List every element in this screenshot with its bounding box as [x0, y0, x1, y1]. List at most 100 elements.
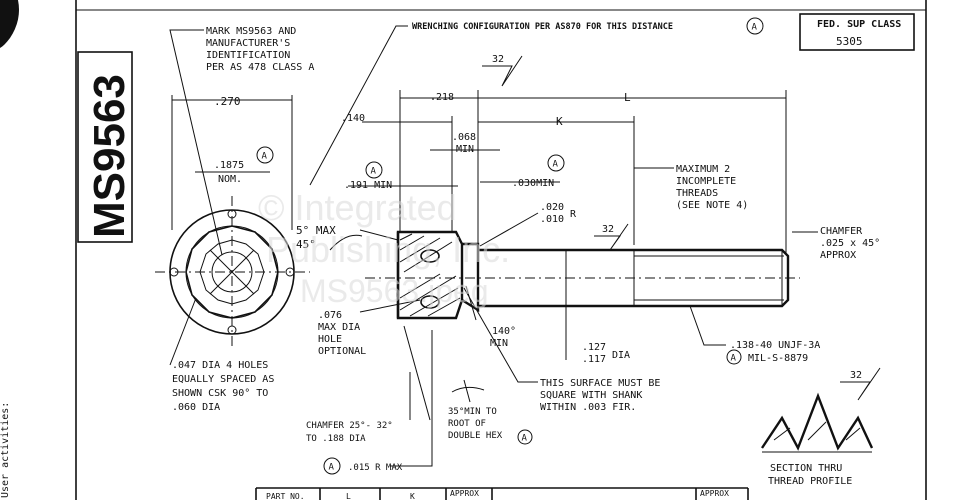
leader-hole: [359, 299, 421, 313]
note-holes-2: EQUALLY SPACED AS: [172, 374, 274, 385]
note-hole-1: .076: [318, 310, 342, 321]
corner-blob: [0, 0, 19, 48]
note-square-3: WITHIN .003 FIR.: [540, 402, 636, 413]
note-radius: .015 R MAX: [348, 463, 403, 473]
fsc-label: FED. SUP CLASS: [817, 19, 901, 30]
note-root-1: 35°MIN TO: [448, 407, 497, 417]
leader-angle5: [359, 229, 399, 241]
svg-text:A: A: [371, 167, 377, 177]
dim-068-value: .068: [452, 132, 476, 143]
svg-text:A: A: [752, 23, 758, 33]
note-chamfer-head-1: CHAMFER 25°- 32°: [306, 421, 393, 431]
standard-number: MS9563: [85, 74, 134, 238]
note-thread-spec-2: MIL-S-8879: [748, 353, 808, 364]
angle-140: 140°: [492, 326, 516, 337]
svg-text:A: A: [731, 354, 737, 364]
section-label-2: THREAD PROFILE: [768, 476, 852, 487]
dimension-table: [255, 487, 749, 500]
circle-tag-a-1: A: [256, 146, 274, 164]
note-hole-2: MAX DIA: [318, 322, 360, 333]
note-threads-4: (SEE NOTE 4): [676, 200, 748, 211]
note-square-1: THIS SURFACE MUST BE: [540, 378, 660, 389]
fsc-box: [799, 13, 915, 51]
note-marking-4: PER AS 478 CLASS A: [206, 62, 314, 73]
dim-dia: DIA: [612, 350, 630, 361]
watermark-line-2: Publishing, Inc.: [266, 229, 510, 270]
svg-text:A: A: [329, 463, 335, 473]
circle-tag-a-4: A: [547, 154, 565, 172]
table-cell-L: L: [346, 492, 351, 500]
finish-mark-thread: [840, 367, 881, 401]
std-number-box: [77, 51, 133, 243]
dim-140: .140: [341, 113, 365, 124]
dim-020: .020: [540, 202, 564, 213]
note-chamfer-end-2: .025 x 45°: [820, 238, 880, 249]
circle-tag-a-5: A: [726, 349, 742, 365]
leader-radius-max: [390, 330, 433, 467]
circle-tag-a-6: A: [517, 429, 533, 445]
table-cell-part: PART NO.: [266, 492, 305, 500]
note-chamfer-head-2: TO .188 DIA: [306, 434, 366, 444]
margin-text: User activities:: [0, 402, 11, 498]
leader-marking: [169, 29, 223, 256]
table-cell-K: K: [410, 492, 415, 500]
finish-mark-top: [482, 55, 523, 87]
svg-text:A: A: [522, 434, 528, 444]
dim-030: .030MIN: [512, 178, 554, 189]
note-hole-4: OPTIONAL: [318, 346, 366, 357]
thread-profile-section: [761, 392, 874, 453]
leader-square: [463, 287, 538, 383]
dim-068-min: MIN: [456, 144, 474, 155]
table-cell-approx-2: APPROX: [700, 489, 729, 498]
dim-117: .117: [582, 354, 606, 365]
table-cell-approx-1: APPROX: [450, 489, 479, 498]
arc-root: [451, 386, 485, 393]
circle-tag-a-3: A: [365, 161, 383, 179]
angle-5-max: 5° MAX: [296, 224, 336, 237]
dim-218: .218: [430, 92, 454, 103]
leader-radius: [479, 212, 539, 247]
note-root-3: DOUBLE HEX: [448, 431, 503, 441]
note-wrenching: WRENCHING CONFIGURATION PER AS870 FOR TH…: [412, 22, 673, 32]
dim-K: K: [556, 115, 563, 128]
dim-010: .010: [540, 214, 564, 225]
note-threads-2: INCOMPLETE: [676, 176, 736, 187]
watermark-line-3: MS9563.jpeg: [300, 273, 489, 309]
note-hole-3: HOLE: [318, 334, 342, 345]
arc-angle45: [329, 234, 363, 251]
note-chamfer-end-3: APPROX: [820, 250, 856, 261]
finish-symbol-thread: 32: [850, 370, 862, 381]
leader-root: [463, 379, 471, 403]
dim-270: .270: [214, 95, 241, 108]
dim-L: L: [624, 91, 631, 104]
angle-140-min: MIN: [490, 338, 508, 349]
dim-191: .191 MIN: [344, 180, 392, 191]
note-holes-3: SHOWN CSK 90° TO: [172, 388, 268, 399]
angle-45: 45°: [296, 238, 316, 251]
svg-text:A: A: [262, 152, 268, 162]
note-holes-4: .060 DIA: [172, 402, 220, 413]
leader-holes: [169, 297, 197, 366]
note-threads-3: THREADS: [676, 188, 718, 199]
finish-mark-side: [594, 223, 629, 251]
dim-R: R: [570, 209, 577, 220]
note-root-2: ROOT OF: [448, 419, 486, 429]
circle-tag-a-7: A: [323, 457, 341, 475]
leader-chamfer-head-a: [403, 325, 431, 421]
note-marking-1: MARK MS9563 AND: [206, 26, 296, 37]
dim-127: .127: [582, 342, 606, 353]
circle-tag-a-2: A: [746, 17, 764, 35]
finish-symbol-side: 32: [602, 224, 614, 235]
dim-1875-value: .1875: [214, 160, 244, 171]
note-thread-spec-1: .138-40 UNJF-3A: [730, 340, 820, 351]
finish-symbol-top: 32: [492, 54, 504, 65]
note-marking-2: MANUFACTURER'S: [206, 38, 290, 49]
watermark-line-1: © Integrated: [258, 187, 457, 228]
note-square-2: SQUARE WITH SHANK: [540, 390, 642, 401]
dim-1875-nom: NOM.: [218, 174, 242, 185]
note-threads-1: MAXIMUM 2: [676, 164, 730, 175]
note-marking-3: IDENTIFICATION: [206, 50, 290, 61]
svg-text:A: A: [553, 160, 559, 170]
